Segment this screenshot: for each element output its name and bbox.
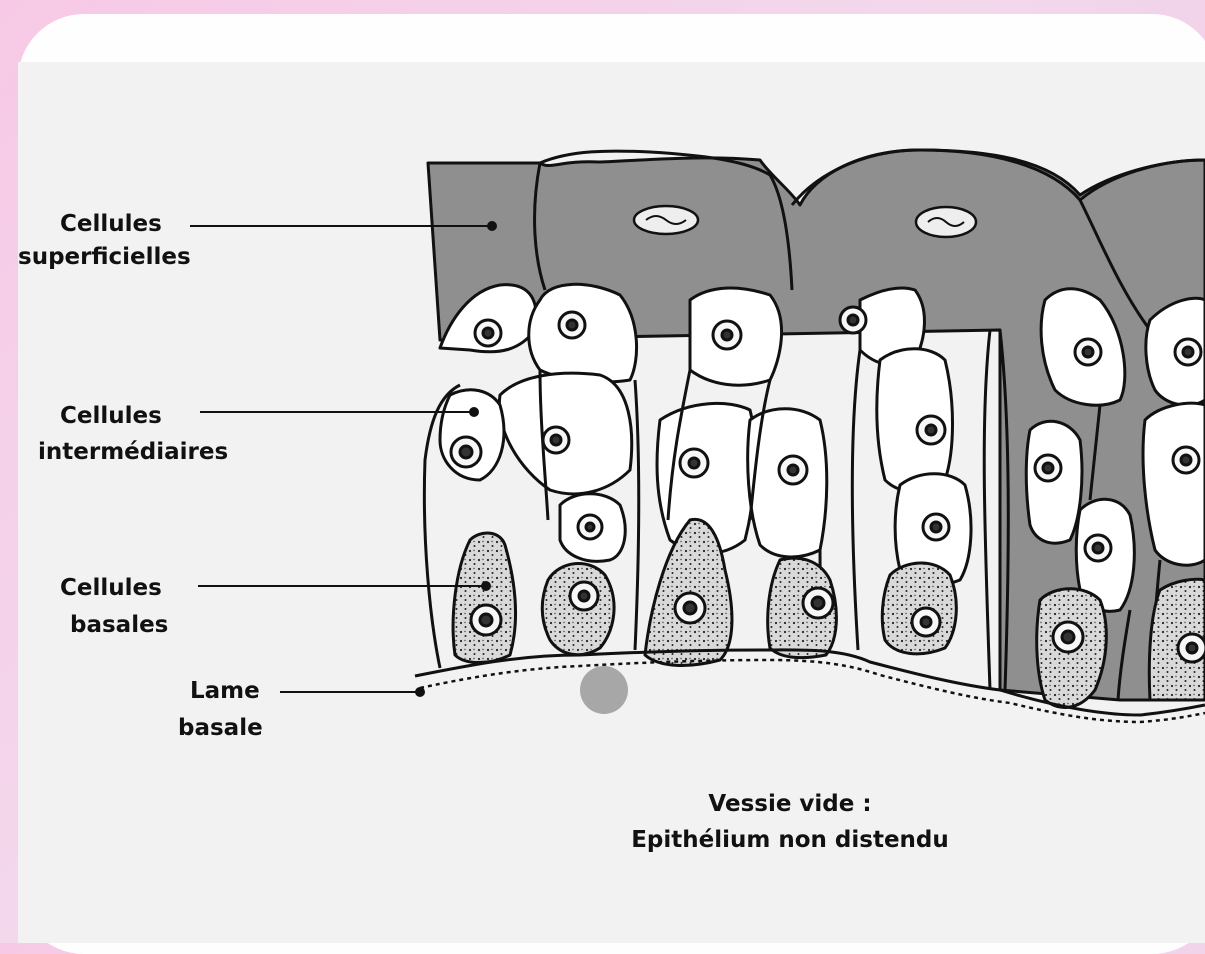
figure-caption: Vessie vide : Epithélium non distendu bbox=[600, 786, 980, 858]
label-basal-cells-2: basales bbox=[70, 609, 168, 641]
label-line: intermédiaires bbox=[38, 436, 228, 468]
cursor-indicator bbox=[580, 666, 628, 714]
label-superficial-cells-2: superficielles bbox=[18, 241, 191, 273]
label-line: basale bbox=[178, 712, 263, 744]
label-basal-lamina-2: basale bbox=[178, 712, 263, 744]
caption-line-1: Vessie vide : bbox=[600, 786, 980, 822]
label-basal-cells: Cellules bbox=[60, 572, 162, 604]
label-line: Cellules bbox=[60, 208, 162, 240]
label-line: superficielles bbox=[18, 241, 191, 273]
label-intermediate-cells-2: intermédiaires bbox=[38, 436, 228, 468]
label-superficial-cells: Cellules bbox=[60, 208, 162, 240]
label-line: Cellules bbox=[60, 572, 162, 604]
caption-line-2: Epithélium non distendu bbox=[600, 822, 980, 858]
label-line: Cellules bbox=[60, 400, 162, 432]
label-line: Lame bbox=[190, 675, 260, 707]
label-intermediate-cells: Cellules bbox=[60, 400, 162, 432]
label-basal-lamina: Lame bbox=[190, 675, 260, 707]
label-line: basales bbox=[70, 609, 168, 641]
